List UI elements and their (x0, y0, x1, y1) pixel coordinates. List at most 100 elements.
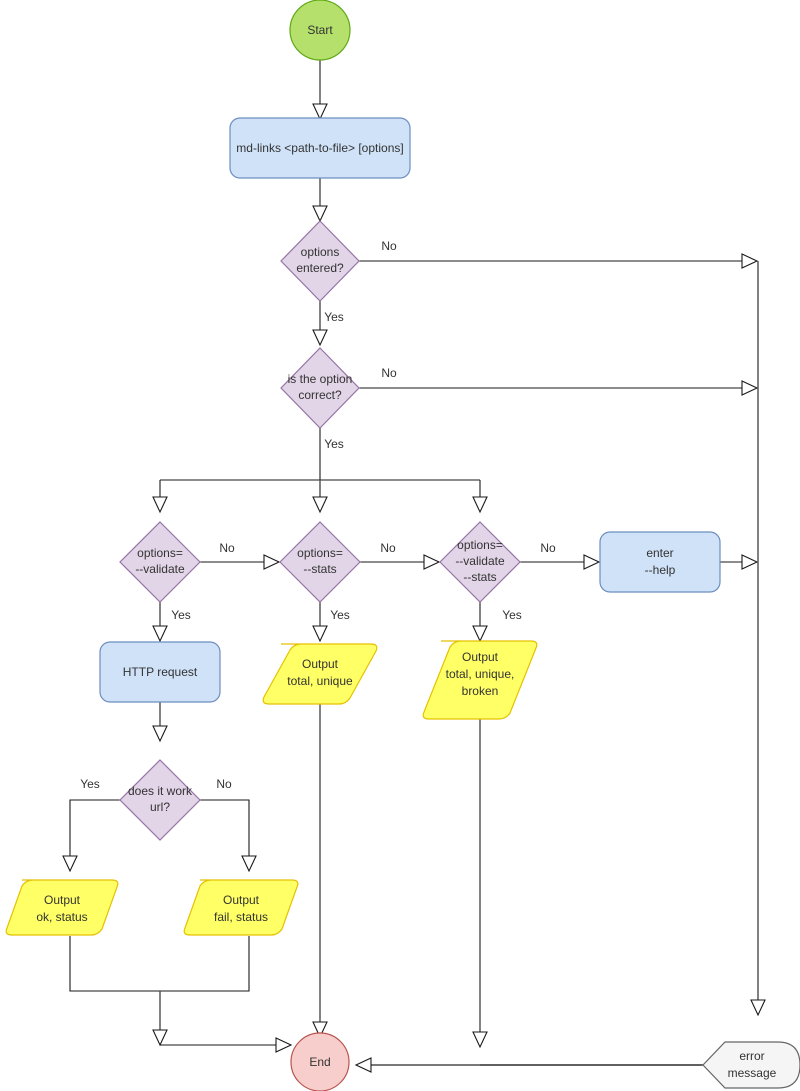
node-enter-help[interactable]: enter --help (599, 531, 721, 593)
opt-stats-label-1: options= (297, 546, 343, 560)
node-opt-stats[interactable]: options= --stats (279, 521, 361, 603)
enter-help-label-2: --help (645, 563, 676, 577)
enter-help-label-1: enter (646, 546, 673, 560)
node-command[interactable]: md-links <path-to-file> [options] (229, 117, 411, 179)
end-circle[interactable] (290, 1032, 350, 1091)
output-total-unique-shape[interactable] (262, 643, 378, 705)
opt-validate-stats-label-3: --stats (463, 570, 496, 584)
edge-label-options-entered-yes: Yes (324, 310, 344, 324)
node-does-it-work[interactable]: does it work url? (119, 759, 201, 841)
does-it-work-label-1: does it work (128, 784, 193, 798)
edge-label-does-it-work-no: No (216, 777, 232, 791)
arrowhead-does-it-work-yes (62, 855, 78, 873)
edge-label-opt-validate-no: No (219, 541, 235, 555)
error-message-label-2: message (728, 1066, 777, 1080)
edge-label-opt-validate-yes: Yes (171, 608, 191, 622)
output-broken-label-1: Output (462, 650, 499, 664)
arrowhead-to-opt-stats (312, 496, 328, 514)
output-fail-label-2: fail, status (214, 910, 268, 924)
arrowhead-error-message-to-end (354, 1057, 372, 1073)
node-options-entered[interactable]: options entered? (280, 220, 360, 302)
arrowhead-cmd-to-options-entered (312, 205, 328, 223)
arrowhead-output-broken-down (472, 1031, 488, 1049)
arrowhead-opt-validate-yes (152, 625, 168, 643)
opt-validate-label-2: --validate (135, 562, 185, 576)
node-http-request[interactable]: HTTP request (99, 641, 221, 703)
opt-validate-stats-diamond[interactable] (439, 521, 521, 603)
edge-label-options-entered-no: No (381, 239, 397, 253)
edge-label-opt-validate-stats-no: No (540, 541, 556, 555)
command-box[interactable] (229, 117, 411, 179)
arrowhead-options-entered-yes (312, 329, 328, 347)
option-correct-label-2: correct? (298, 388, 342, 402)
error-message-label-1: error (739, 1049, 764, 1063)
arrowhead-merge-to-end (275, 1037, 293, 1053)
options-entered-diamond[interactable] (280, 220, 360, 302)
option-correct-diamond[interactable] (280, 347, 360, 429)
output-ok-shape[interactable] (5, 879, 119, 936)
opt-validate-stats-label-1: options= (457, 538, 503, 552)
node-start[interactable]: Start (289, 0, 351, 61)
start-label: Start (307, 23, 333, 37)
output-total-unique-broken-shape[interactable] (422, 640, 538, 720)
node-error-message[interactable]: error message (702, 1041, 800, 1089)
edge-label-option-correct-yes: Yes (324, 437, 344, 451)
option-correct-label-1: is the option (288, 372, 353, 386)
node-opt-validate-stats[interactable]: options= --validate --stats (439, 521, 521, 603)
does-it-work-diamond[interactable] (119, 759, 201, 841)
edge-label-opt-validate-stats-yes: Yes (502, 608, 522, 622)
http-request-box[interactable] (99, 641, 221, 703)
arrowhead-start-to-cmd (312, 103, 328, 121)
output-broken-label-3: broken (462, 684, 499, 698)
arrowhead-enter-help-to-rail (741, 554, 759, 570)
output-fail-shape[interactable] (183, 879, 299, 936)
output-fail-label-1: Output (223, 893, 260, 907)
edge-label-opt-stats-no: No (380, 541, 396, 555)
command-label: md-links <path-to-file> [options] (236, 141, 403, 155)
output-total-unique-label-1: Output (302, 657, 339, 671)
arrowhead-output-total-unique-to-end (312, 1021, 328, 1039)
edge-does-it-work-no (200, 799, 250, 862)
output-ok-label-2: ok, status (36, 910, 87, 924)
opt-validate-stats-label-2: --validate (455, 554, 505, 568)
output-total-unique-label-2: total, unique (287, 674, 353, 688)
arrowhead-to-opt-validate-stats (472, 496, 488, 514)
arrowhead-opt-stats-no (423, 554, 441, 570)
node-end[interactable]: End (290, 1032, 350, 1091)
node-output-ok[interactable]: Output ok, status (5, 879, 119, 936)
opt-stats-label-2: --stats (303, 562, 336, 576)
options-entered-label-1: options (301, 245, 340, 259)
arrowhead-merge-down (152, 1029, 168, 1047)
node-option-correct[interactable]: is the option correct? (280, 347, 360, 429)
node-output-total-unique[interactable]: Output total, unique (262, 643, 378, 705)
end-label: End (309, 1055, 330, 1069)
options-entered-label-2: entered? (296, 261, 344, 275)
arrowhead-opt-validate-no (263, 554, 281, 570)
edge-label-does-it-work-yes: Yes (80, 777, 100, 791)
arrowhead-opt-stats-yes (312, 625, 328, 643)
start-circle[interactable] (289, 0, 351, 61)
http-request-label: HTTP request (123, 665, 198, 679)
arrowhead-option-correct-no (741, 380, 759, 396)
node-output-total-unique-broken[interactable]: Output total, unique, broken (422, 640, 538, 720)
opt-validate-diamond[interactable] (119, 521, 201, 603)
edge-outputs-merge (69, 936, 250, 992)
arrowhead-http-to-does-it-work (152, 725, 168, 743)
edge-does-it-work-yes (69, 799, 120, 862)
edge-label-opt-stats-yes: Yes (330, 608, 350, 622)
arrowhead-options-entered-no (741, 253, 759, 269)
enter-help-box[interactable] (599, 531, 721, 593)
output-ok-label-1: Output (44, 893, 81, 907)
arrowhead-opt-validate-stats-yes (472, 625, 488, 643)
opt-validate-label-1: options= (137, 546, 183, 560)
node-opt-validate[interactable]: options= --validate (119, 521, 201, 603)
does-it-work-label-2: url? (150, 800, 170, 814)
node-output-fail[interactable]: Output fail, status (183, 879, 299, 936)
opt-stats-diamond[interactable] (279, 521, 361, 603)
arrowhead-rail-to-error-message (750, 999, 766, 1017)
arrowhead-to-opt-validate (152, 496, 168, 514)
arrowhead-opt-validate-stats-no (583, 554, 601, 570)
output-broken-label-2: total, unique, (446, 667, 515, 681)
